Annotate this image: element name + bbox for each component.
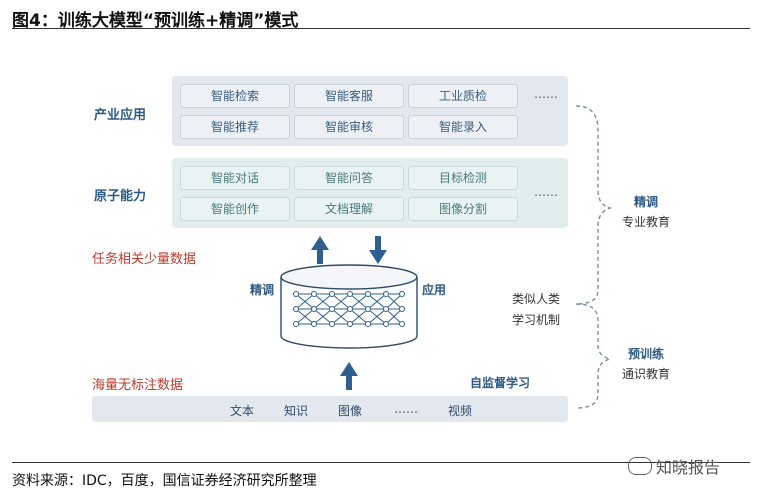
down-arrow-apply — [369, 236, 387, 264]
chip-industry-1: 智能检索 — [180, 84, 290, 108]
atomic-panel: 智能对话 智能问答 目标检测 智能创作 文档理解 图像分割 …… — [172, 158, 568, 228]
watermark-text: 知晓报告 — [656, 458, 721, 477]
bottom-item-more: …… — [394, 402, 418, 416]
model-cylinder-icon — [280, 264, 418, 349]
source-note: 资料来源：IDC，百度，国信证券经济研究所整理 — [12, 473, 317, 489]
chip-industry-4: 智能推荐 — [180, 115, 290, 139]
chip-atomic-5: 文档理解 — [294, 197, 404, 221]
top-divider — [12, 28, 750, 29]
finetune-cyl-label: 精调 — [250, 283, 275, 297]
neural-network-icon — [293, 291, 405, 327]
figure-title: 图4：训练大模型“预训练+精调”模式 — [12, 11, 299, 31]
bottom-divider — [12, 462, 750, 463]
chip-industry-5: 智能审核 — [294, 115, 404, 139]
data-source-bar — [92, 396, 568, 422]
chip-industry-2: 智能客服 — [294, 84, 404, 108]
chip-atomic-3: 目标检测 — [408, 166, 518, 190]
task-data-label: 任务相关少量数据 — [92, 252, 197, 267]
pretrain-brace — [575, 303, 611, 409]
side-pretrain-sub: 通识教育 — [622, 367, 671, 381]
bottom-item-text: 文本 — [230, 404, 255, 418]
apply-cyl-label: 应用 — [422, 283, 447, 297]
side-pretrain-title: 预训练 — [628, 347, 665, 361]
mass-data-label: 海量无标注数据 — [92, 378, 184, 393]
chat-bubble-icon — [628, 457, 652, 475]
industry-panel: 智能检索 智能客服 工业质检 智能推荐 智能审核 智能录入 …… — [172, 76, 568, 146]
chip-atomic-4: 智能创作 — [180, 197, 290, 221]
bottom-item-knowledge: 知识 — [284, 404, 309, 418]
chip-atomic-1: 智能对话 — [180, 166, 290, 190]
industry-more: …… — [534, 87, 558, 101]
side-finetune-sub: 专业教育 — [622, 215, 671, 229]
atomic-more: …… — [534, 185, 558, 199]
industry-label: 产业应用 — [94, 108, 147, 123]
finetune-brace — [575, 105, 613, 305]
human-like-line-2: 学习机制 — [512, 313, 561, 327]
watermark: 知晓报告 — [628, 454, 720, 478]
up-arrow-pretrain — [340, 362, 358, 390]
bottom-item-image: 图像 — [338, 404, 363, 418]
chip-industry-3: 工业质检 — [408, 84, 518, 108]
human-like-line-1: 类似人类 — [512, 292, 561, 306]
bottom-item-video: 视频 — [448, 404, 473, 418]
self-supervised-label: 自监督学习 — [470, 376, 531, 390]
side-finetune-title: 精调 — [634, 195, 659, 209]
atomic-label: 原子能力 — [94, 189, 147, 204]
chip-atomic-2: 智能问答 — [294, 166, 404, 190]
chip-atomic-6: 图像分割 — [408, 197, 518, 221]
chip-industry-6: 智能录入 — [408, 115, 518, 139]
up-arrow-finetune — [311, 236, 329, 264]
